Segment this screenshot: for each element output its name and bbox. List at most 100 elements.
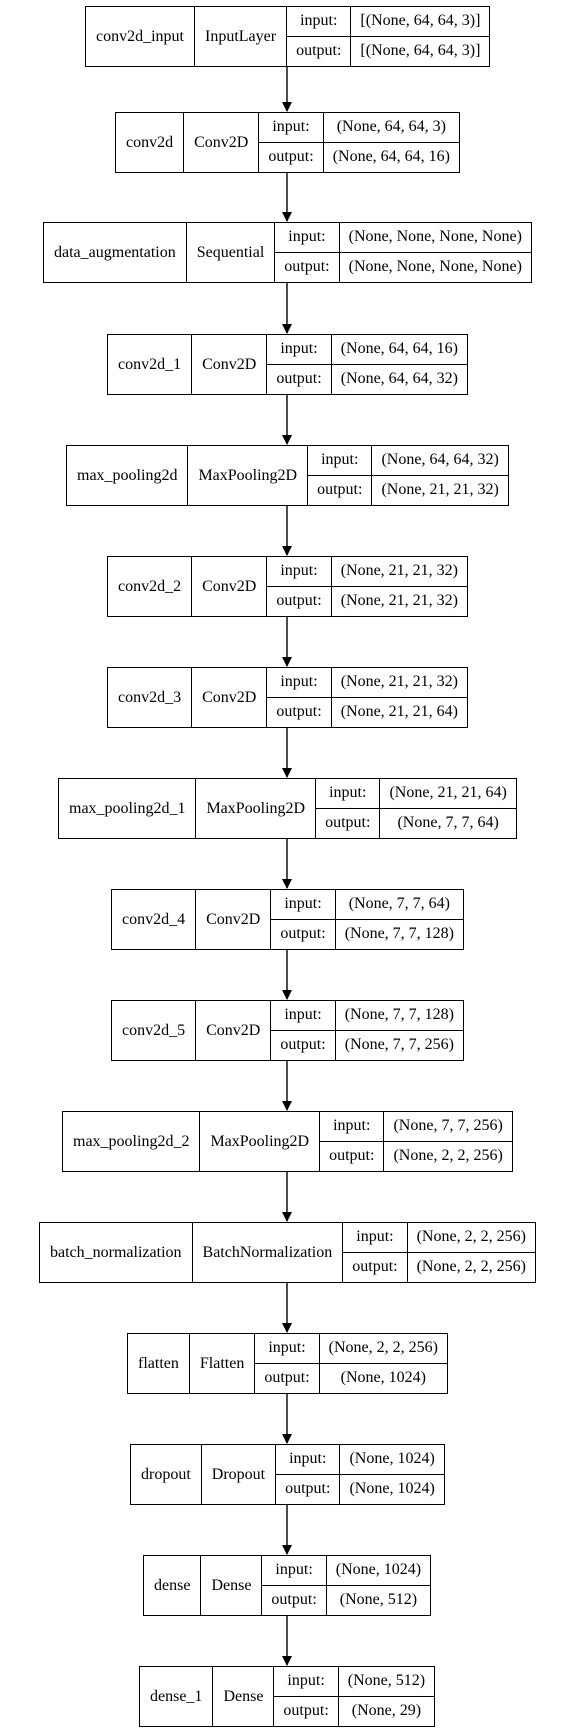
output-label: output: bbox=[267, 697, 332, 727]
layer-type: MaxPooling2D bbox=[188, 446, 309, 505]
input-shape: (None, 2, 2, 256) bbox=[407, 1223, 535, 1253]
output-label: output: bbox=[316, 808, 381, 838]
output-label: output: bbox=[259, 142, 324, 172]
output-label: output: bbox=[308, 475, 373, 505]
layer-type: MaxPooling2D bbox=[196, 779, 317, 838]
layer-name: max_pooling2d_2 bbox=[63, 1112, 201, 1171]
output-label: output: bbox=[267, 586, 332, 616]
output-shape: (None, 2, 2, 256) bbox=[416, 1258, 526, 1276]
input-shape: (None, 7, 7, 64) bbox=[335, 890, 463, 920]
io-shape-table: input:[(None, 64, 64, 3)]output:[(None, … bbox=[287, 7, 490, 66]
input-shape: (None, 64, 64, 16) bbox=[331, 335, 467, 365]
layer-name: conv2d_input bbox=[86, 7, 195, 66]
output-label: output: bbox=[271, 1030, 336, 1060]
layer-name: conv2d_3 bbox=[108, 668, 193, 727]
io-shape-table: input:(None, 64, 64, 32)output: (None, 21… bbox=[308, 446, 508, 505]
output-label: output: bbox=[274, 1696, 339, 1726]
input-label: input: bbox=[275, 223, 340, 253]
io-shape-table: input:(None, 21, 21, 32)output: (None, 21… bbox=[267, 668, 467, 727]
io-shape-table: input:(None, 7, 7, 64)output: (None, 7, 7… bbox=[271, 890, 463, 949]
layer-type: Conv2D bbox=[184, 113, 260, 172]
layer-type: InputLayer bbox=[195, 7, 288, 66]
layer-type: MaxPooling2D bbox=[200, 1112, 321, 1171]
layer-name: dense bbox=[144, 1556, 202, 1615]
output-shape: [(None, 64, 64, 3)] bbox=[360, 42, 481, 60]
input-shape: (None, None, None, None) bbox=[339, 223, 531, 253]
output-label: output: bbox=[320, 1141, 385, 1171]
io-shape-table: input:(None, 21, 21, 64)output:(None, 7,… bbox=[316, 779, 516, 838]
output-shape: (None, 1024) bbox=[340, 1369, 426, 1387]
input-label: input: bbox=[267, 668, 332, 698]
input-label: input: bbox=[316, 779, 381, 809]
layer-name: conv2d_2 bbox=[108, 557, 193, 616]
io-shape-table: input:(None, 7, 7, 128)output:(None, 7, … bbox=[271, 1001, 463, 1060]
io-shape-table: input:(None, 64, 64, 16)output: (None, 64… bbox=[267, 335, 467, 394]
layer-type: Sequential bbox=[187, 223, 276, 282]
layer-name: conv2d_4 bbox=[112, 890, 197, 949]
output-label: output: bbox=[287, 36, 352, 66]
input-label: input: bbox=[274, 1667, 339, 1697]
input-shape: (None, 7, 7, 256) bbox=[384, 1112, 512, 1142]
output-label: output: bbox=[275, 252, 340, 282]
layer-type: Dense bbox=[213, 1667, 275, 1726]
output-shape: (None, 64, 64, 16) bbox=[332, 148, 450, 166]
input-shape: (None, 64, 64, 32) bbox=[372, 446, 508, 476]
input-shape: (None, 1024) bbox=[326, 1556, 431, 1586]
output-label: output: bbox=[343, 1252, 408, 1282]
input-shape: (None, 64, 64, 3) bbox=[323, 113, 459, 143]
output-shape: (None, 21, 21, 64) bbox=[340, 703, 458, 721]
layer-name: max_pooling2d_1 bbox=[59, 779, 197, 838]
io-shape-table: input:(None, 512)output:(None, 29) bbox=[274, 1667, 435, 1726]
input-shape: (None, 2, 2, 256) bbox=[319, 1334, 447, 1364]
io-shape-table: input:(None, 1024)output:(None, 1024) bbox=[276, 1445, 444, 1504]
output-shape: (None, 7, 7, 256) bbox=[344, 1036, 454, 1054]
input-label: input: bbox=[267, 335, 332, 365]
input-shape: [(None, 64, 64, 3)] bbox=[351, 7, 490, 37]
layer-type: Conv2D bbox=[192, 335, 268, 394]
layer-name: dense_1 bbox=[140, 1667, 214, 1726]
input-shape: (None, 1024) bbox=[340, 1445, 444, 1475]
io-shape-table: input:(None, 1024)output:(None, 512) bbox=[262, 1556, 431, 1615]
io-shape-table: input:(None, 2, 2, 256)output:(None, 102… bbox=[255, 1334, 447, 1393]
input-label: input: bbox=[308, 446, 373, 476]
output-label: output: bbox=[262, 1585, 327, 1615]
output-shape: (None, 64, 64, 32) bbox=[340, 370, 458, 388]
io-shape-table: input:(None, 21, 21, 32)output:(None, 21… bbox=[267, 557, 467, 616]
output-shape: (None, 2, 2, 256) bbox=[393, 1147, 503, 1165]
input-shape: (None, 21, 21, 64) bbox=[380, 779, 516, 809]
input-label: input: bbox=[271, 890, 336, 920]
input-label: input: bbox=[276, 1445, 341, 1475]
output-shape: (None, 512) bbox=[339, 1591, 418, 1609]
layer-type: Flatten bbox=[190, 1334, 256, 1393]
layer-type: Conv2D bbox=[196, 890, 272, 949]
layer-name: batch_normalization bbox=[40, 1223, 193, 1282]
io-shape-table: input:(None, 64, 64, 3)output: (None, 64,… bbox=[259, 113, 459, 172]
output-label: output: bbox=[271, 919, 336, 949]
input-label: input: bbox=[320, 1112, 385, 1142]
input-shape: (None, 512) bbox=[338, 1667, 435, 1697]
layer-name: max_pooling2d bbox=[67, 446, 189, 505]
output-shape: (None, 7, 7, 128) bbox=[344, 925, 454, 943]
input-label: input: bbox=[287, 7, 352, 37]
input-label: input: bbox=[255, 1334, 320, 1364]
output-label: output: bbox=[267, 364, 332, 394]
output-shape: (None, 21, 21, 32) bbox=[381, 481, 499, 499]
input-label: input: bbox=[267, 557, 332, 587]
layer-type: Conv2D bbox=[192, 557, 268, 616]
input-shape: (None, 21, 21, 32) bbox=[331, 668, 467, 698]
output-shape: (None, None, None, None) bbox=[348, 258, 522, 276]
input-shape: (None, 7, 7, 128) bbox=[335, 1001, 463, 1031]
input-label: input: bbox=[259, 113, 324, 143]
